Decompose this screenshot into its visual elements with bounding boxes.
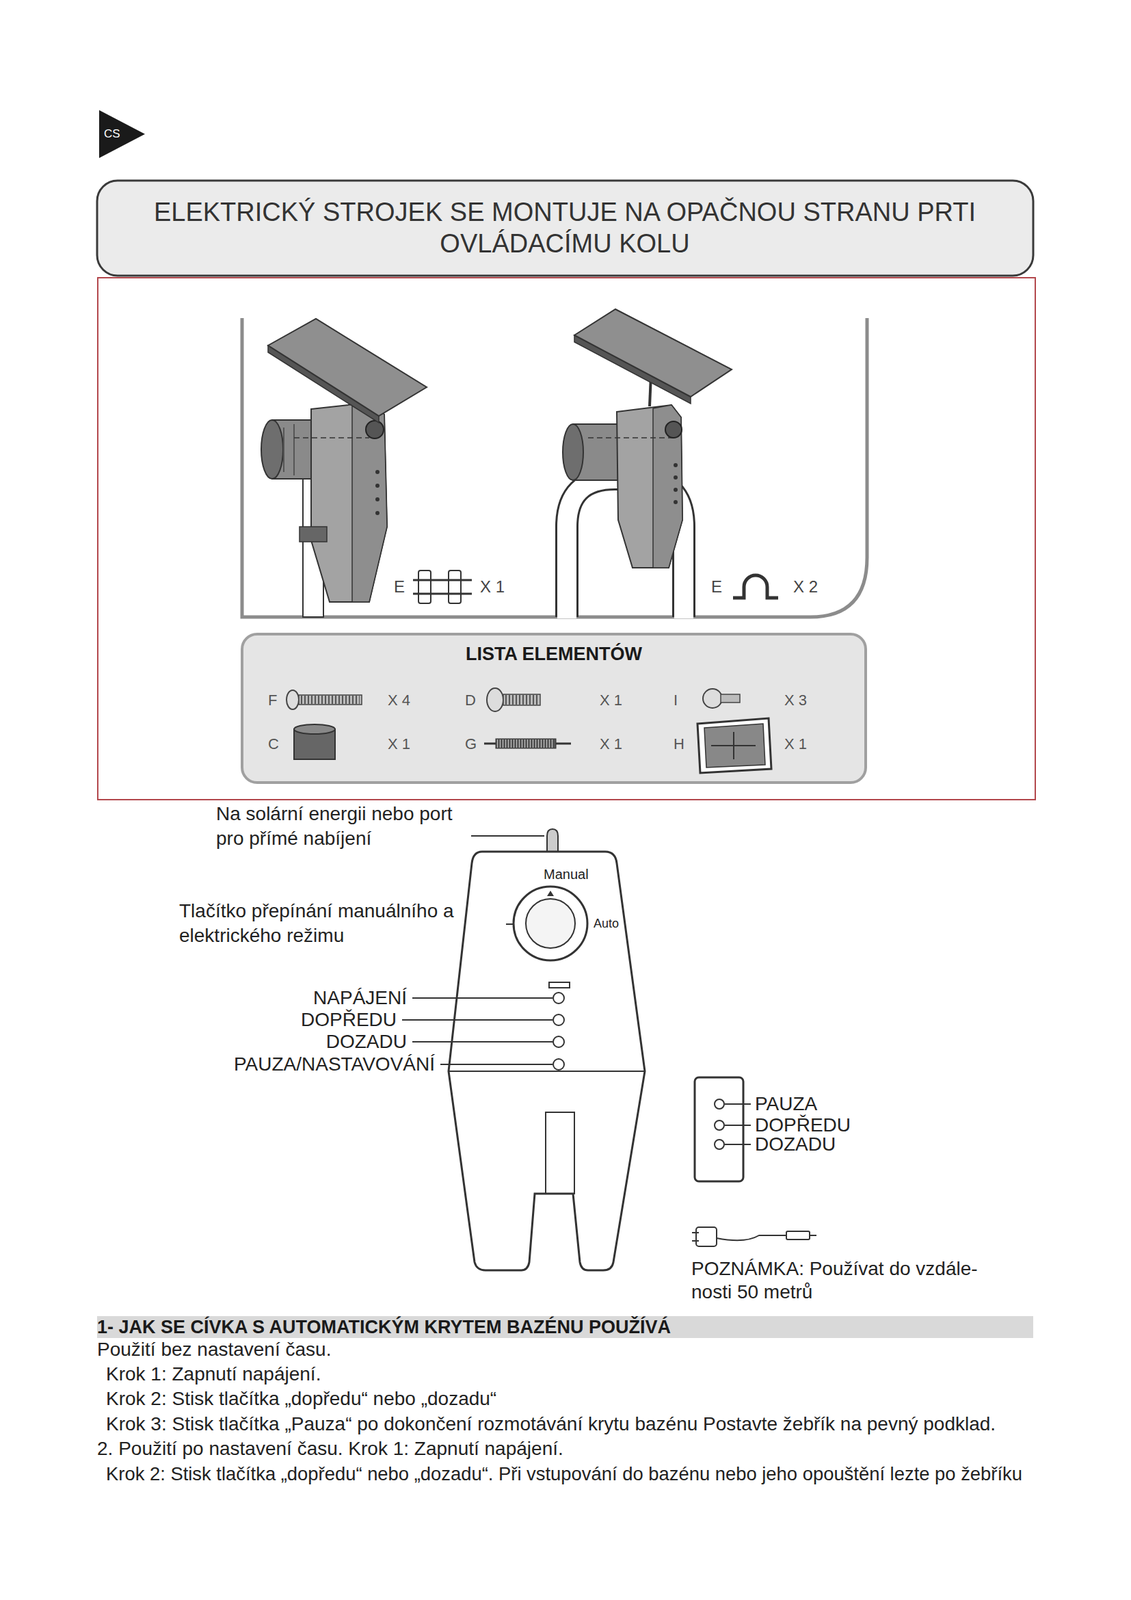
quantity: X 1	[784, 735, 807, 753]
callout-text: Tlačítko přepínání manuálního a elektric…	[179, 898, 501, 948]
button-label: DOZADU	[326, 1030, 407, 1053]
quantity: X 2	[793, 577, 818, 597]
remote-button-label: DOPŘEDU	[754, 1115, 851, 1135]
leader-line	[724, 1102, 751, 1105]
parts-list-panel: LISTA ELEMENTÓW	[240, 632, 868, 784]
callout-text: Na solární energii nebo port pro přímé n…	[216, 801, 466, 851]
panel-heading: LISTA ELEMENTÓW	[243, 642, 865, 666]
leader-line	[412, 1040, 553, 1043]
quantity: X 3	[784, 691, 807, 709]
part-letter: D	[464, 691, 476, 709]
remote-button-label: DOZADU	[754, 1134, 836, 1154]
device-marking: Manual	[542, 866, 591, 883]
part-letter: H	[673, 735, 685, 753]
button-label: NAPÁJENÍ	[313, 986, 407, 1009]
leader-line	[506, 923, 514, 925]
remote-button-label: PAUZA	[754, 1094, 818, 1114]
body-text: 2. Použití po nastavení času. Krok 1: Za…	[97, 1437, 564, 1460]
button-label: PAUZA/NASTAVOVÁNÍ	[233, 1053, 435, 1075]
leader-line	[724, 1143, 751, 1145]
quantity: X 1	[480, 577, 505, 597]
part-letter: C	[268, 735, 279, 753]
panel-heading: 1- JAK SE CÍVKA S AUTOMATICKÝM KRYTEM BA…	[97, 1315, 1034, 1338]
body-text: Krok 3: Stisk tlačítka „Pauza“ po dokonč…	[105, 1412, 996, 1435]
part-letter: I	[673, 691, 678, 709]
part-letter: G	[464, 735, 477, 753]
body-text: Krok 2: Stisk tlačítka „dopředu“ nebo „d…	[105, 1387, 497, 1410]
part-letter: E	[393, 577, 405, 597]
quantity: X 1	[599, 735, 623, 753]
button-label: DOPŘEDU	[300, 1008, 397, 1031]
quantity: X 1	[599, 691, 623, 709]
leader-line	[471, 834, 545, 837]
leader-line	[440, 1063, 553, 1065]
note-text: POZNÁMKA: Používat do vzdále- nosti 50 m…	[691, 1256, 996, 1304]
leader-line	[412, 996, 553, 999]
title-text: ELEKTRICKÝ STROJEK SE MONTUJE NA OPAČNOU…	[137, 196, 993, 260]
body-text: Použití bez nastavení času.	[97, 1338, 331, 1361]
section-heading-band: 1- JAK SE CÍVKA S AUTOMATICKÝM KRYTEM BA…	[97, 1315, 1034, 1338]
leader-line	[724, 1124, 751, 1126]
quantity: X 1	[387, 735, 411, 753]
device-marking: Auto	[592, 916, 621, 931]
language-tag: CS	[103, 127, 121, 141]
leader-line	[402, 1018, 553, 1021]
part-letter: E	[711, 577, 723, 597]
quantity: X 4	[387, 691, 411, 709]
part-letter: F	[268, 691, 277, 709]
body-text: Krok 1: Zapnutí napájení.	[105, 1362, 321, 1385]
body-text: Krok 2: Stisk tlačítka „dopředu“ nebo „d…	[105, 1462, 1023, 1485]
